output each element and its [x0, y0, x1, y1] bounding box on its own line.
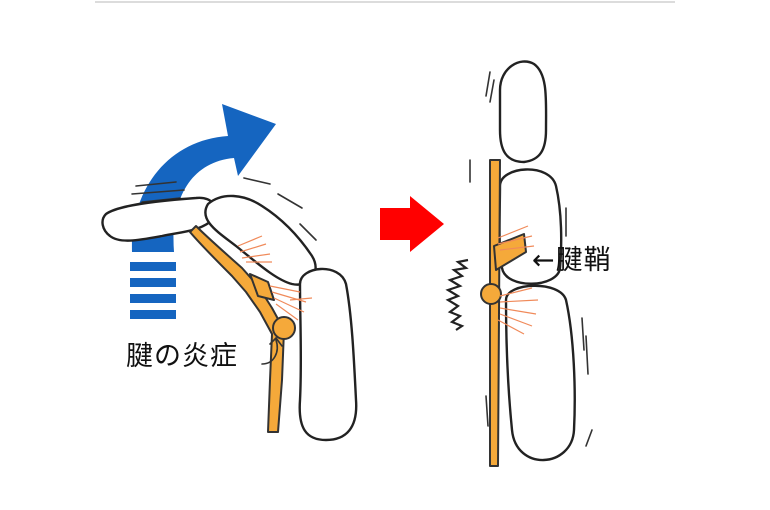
bent-finger-illustration	[101, 104, 358, 442]
tendon-inflammation-label: 腱の炎症	[126, 341, 238, 372]
distal-phalanx-straight	[498, 60, 548, 164]
tendon-nodule	[272, 316, 296, 340]
tendon-sheath-label: ←腱鞘	[532, 245, 612, 276]
sheath-fibers-bent	[237, 235, 313, 321]
zigzag-vibration-icon	[445, 258, 469, 331]
tendon-knot-upper	[249, 273, 275, 301]
proximal-phalanx-straight	[504, 284, 576, 462]
motion-lines-straight	[469, 71, 593, 447]
right-arrow-icon	[380, 196, 444, 252]
label-pointer	[261, 339, 278, 365]
tendon-nodule-straight	[480, 283, 502, 305]
straight-finger-illustration	[445, 60, 593, 467]
sheath-fibers-straight	[497, 225, 539, 335]
tendon-bent	[189, 225, 285, 433]
tendon-straight	[489, 159, 501, 467]
proximal-phalanx-bent	[298, 267, 358, 442]
middle-phalanx-bent	[204, 194, 317, 286]
